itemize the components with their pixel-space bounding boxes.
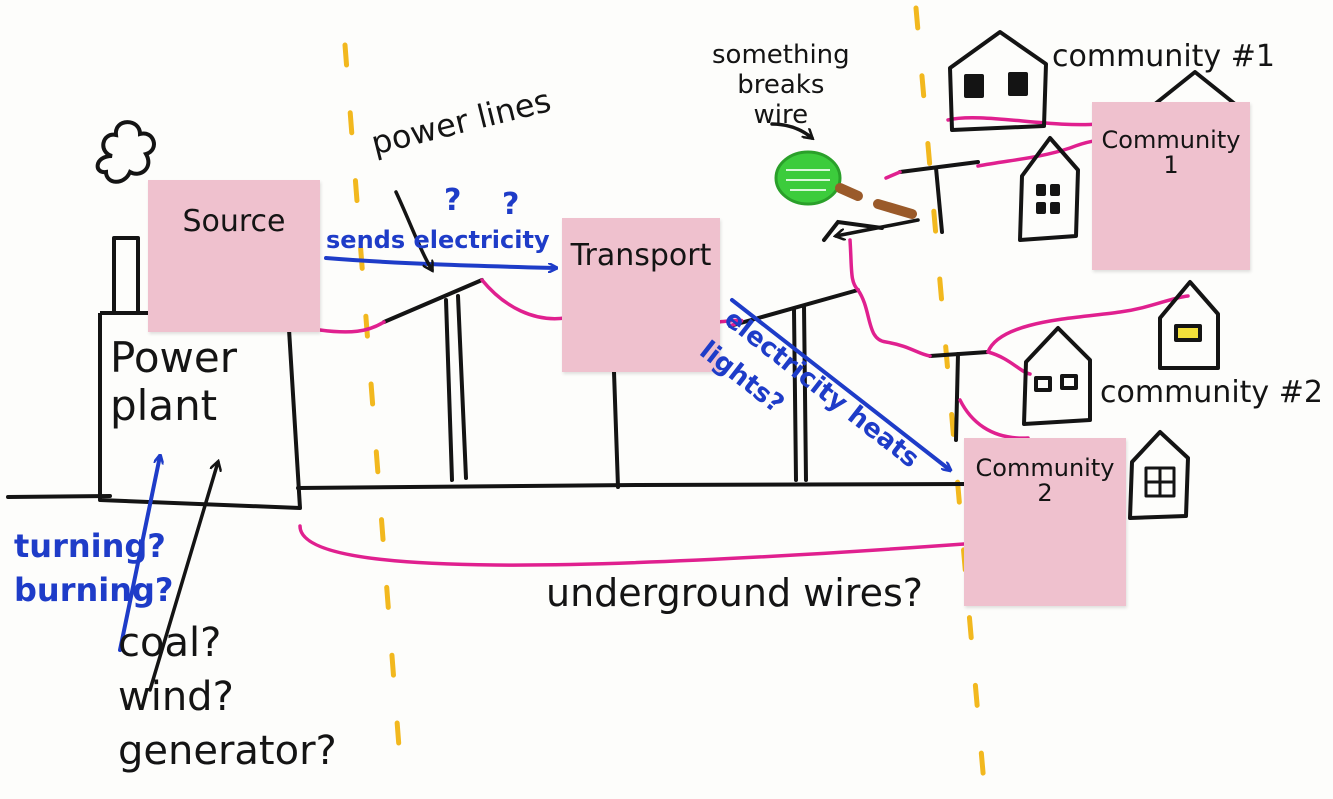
power-wires — [298, 116, 1190, 567]
power-pole-icon — [898, 160, 990, 442]
sticky-note-source-label: Source — [182, 204, 286, 239]
power-plant-building — [98, 236, 302, 510]
sends-electricity-label: sends electricity — [326, 226, 550, 254]
power-pole-icon — [382, 278, 484, 482]
question-mark-1: ? — [444, 183, 462, 218]
house-icon — [1022, 326, 1092, 426]
arrow-icon — [148, 122, 920, 692]
divider-line-left — [342, 42, 403, 763]
sticky-note-community-1-label: Community 1 — [1101, 126, 1241, 180]
sticky-note-transport: Transport — [562, 218, 720, 372]
house-icon — [948, 30, 1048, 132]
sticky-note-source: Source — [148, 180, 320, 332]
community-1-label: community #1 — [1052, 39, 1275, 74]
power-plant-label: Power plant — [110, 333, 237, 430]
smoke-cloud-icon — [95, 120, 156, 184]
community-2-label: community #2 — [1100, 375, 1323, 410]
power-pole-icon — [612, 370, 620, 489]
turning-burning-label: turning? burning? — [14, 527, 174, 609]
arrow-icon — [118, 256, 950, 652]
broken-wire — [822, 219, 884, 242]
fuel-options-label: coal? wind? generator? — [118, 620, 337, 774]
house-icon — [1148, 70, 1242, 110]
sticky-note-community-2: Community 2 — [964, 438, 1126, 606]
sticky-note-community-1: Community 1 — [1092, 102, 1250, 270]
ground-line — [6, 482, 970, 499]
sticky-note-transport-label: Transport — [570, 238, 712, 273]
power-pole-icon — [728, 288, 860, 482]
house-icon — [1128, 430, 1190, 520]
underground-wires-label: underground wires? — [546, 571, 923, 615]
something-breaks-wire-label: something breaks wire — [712, 40, 850, 130]
tree-icon — [774, 150, 917, 219]
house-icon — [1158, 280, 1220, 370]
question-mark-2: ? — [502, 187, 520, 222]
sticky-note-community-2-label: Community 2 — [975, 454, 1115, 508]
house-icon — [1018, 136, 1080, 242]
